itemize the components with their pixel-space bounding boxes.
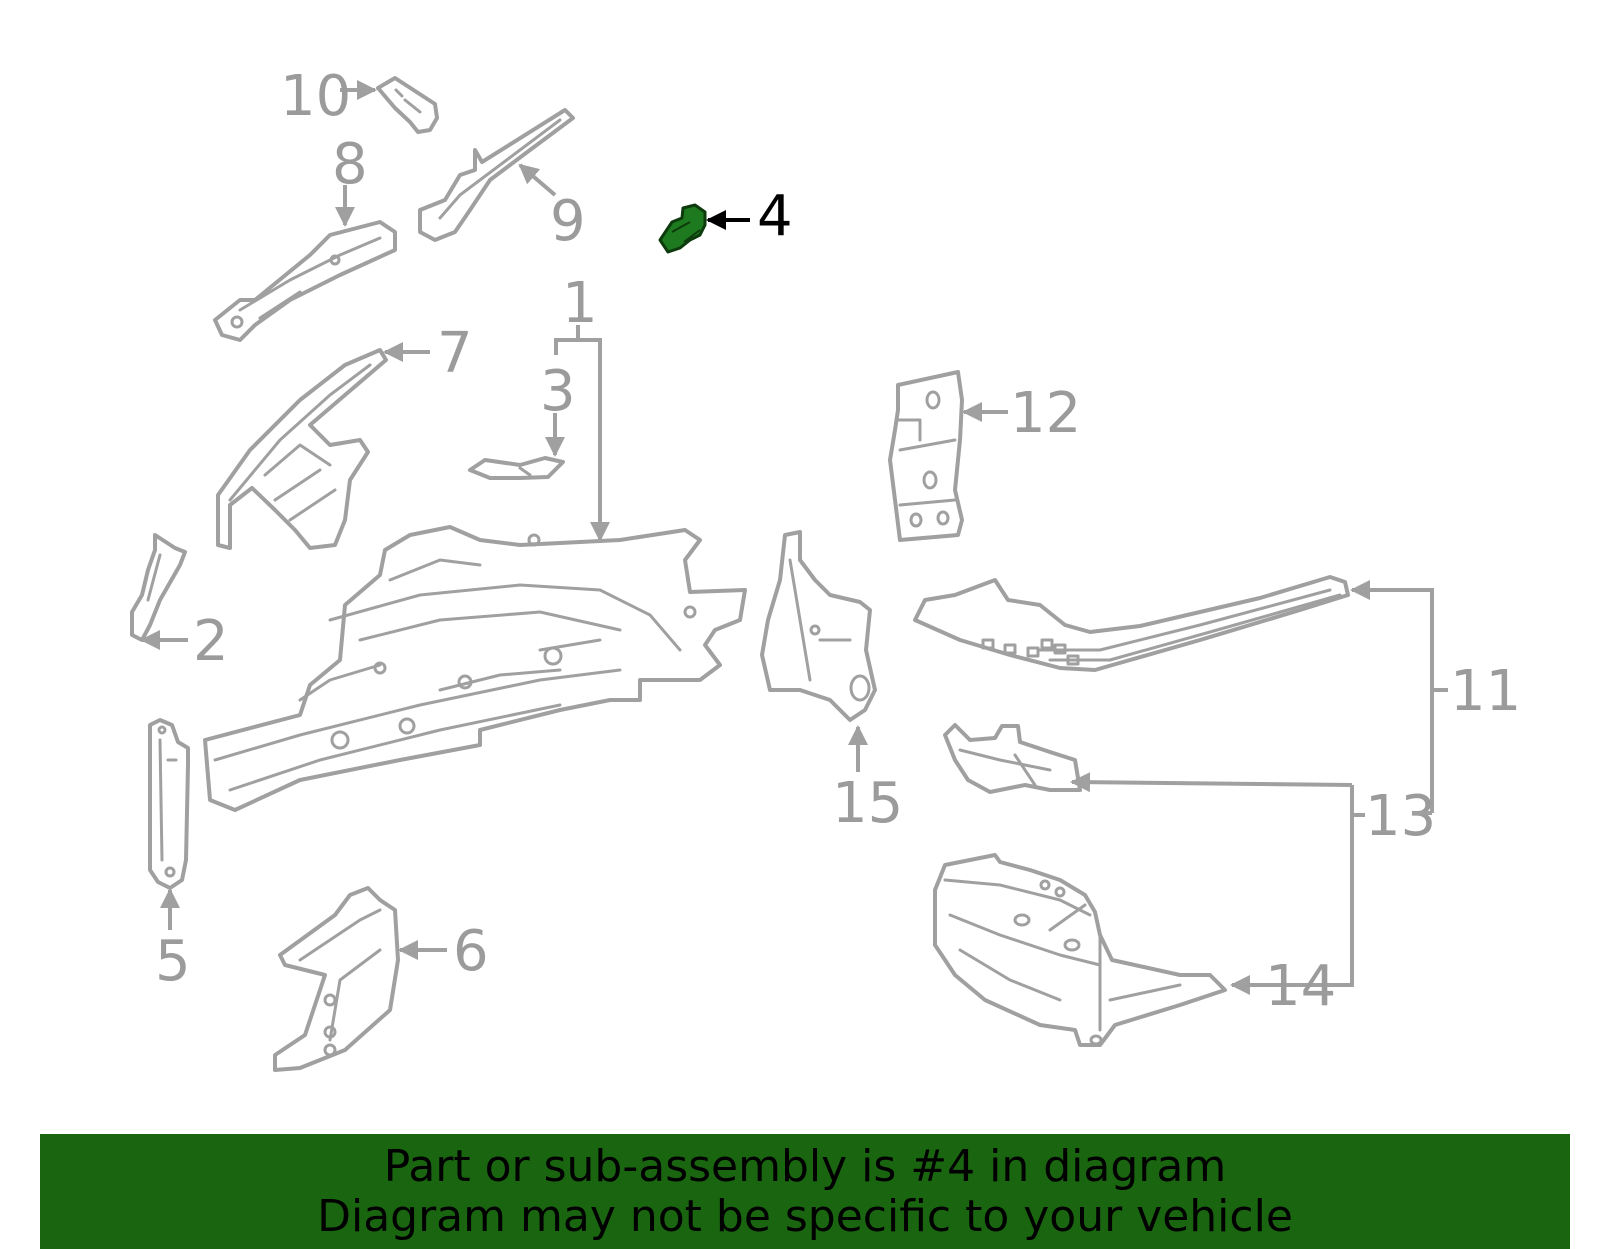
part-13-bracket[interactable] bbox=[943, 723, 1082, 794]
callout-4: 4 bbox=[757, 184, 793, 249]
callout-7: 7 bbox=[437, 321, 473, 386]
callout-1: 1 bbox=[562, 271, 598, 336]
part-9-brace[interactable] bbox=[418, 108, 575, 242]
callout-9: 9 bbox=[550, 189, 586, 254]
part-7-apron[interactable] bbox=[216, 348, 388, 550]
leader-11-bracket bbox=[1350, 580, 1434, 813]
callout-6: 6 bbox=[453, 919, 489, 984]
part-12-plate[interactable] bbox=[888, 370, 964, 542]
callout-13: 13 bbox=[1365, 784, 1436, 849]
callout-11: 11 bbox=[1450, 659, 1521, 724]
leader-13-14-bracket bbox=[1230, 785, 1354, 995]
banner-line-1: Part or sub-assembly is #4 in diagram bbox=[383, 1140, 1227, 1192]
leader-13-arrow bbox=[1070, 772, 1353, 793]
banner-line-2: Diagram may not be specific to your vehi… bbox=[317, 1190, 1293, 1242]
callout-10: 10 bbox=[280, 64, 351, 129]
part-8-reinforcement[interactable] bbox=[213, 220, 397, 342]
callout-5: 5 bbox=[155, 929, 191, 994]
callout-15: 15 bbox=[832, 771, 903, 836]
part-15-panel[interactable] bbox=[760, 530, 877, 722]
callout-12: 12 bbox=[1010, 381, 1081, 446]
part-10-bracket[interactable] bbox=[376, 76, 439, 134]
part-1-apron-assembly[interactable] bbox=[203, 525, 747, 812]
part-14-lower-rail[interactable] bbox=[933, 853, 1227, 1047]
part-5-bracket[interactable] bbox=[148, 718, 190, 890]
part-6-bracket[interactable] bbox=[273, 886, 400, 1072]
info-banner: Part or sub-assembly is #4 in diagram Di… bbox=[40, 1134, 1570, 1249]
callout-3: 3 bbox=[540, 359, 576, 424]
part-4-highlighted[interactable] bbox=[658, 203, 707, 254]
callout-14: 14 bbox=[1265, 954, 1336, 1019]
part-3-bracket[interactable] bbox=[468, 456, 565, 480]
part-11-upper-rail[interactable] bbox=[913, 575, 1350, 672]
callout-8: 8 bbox=[332, 132, 368, 197]
leader-9 bbox=[518, 163, 557, 197]
part-2-brace[interactable] bbox=[130, 533, 187, 642]
callout-2: 2 bbox=[193, 609, 229, 674]
